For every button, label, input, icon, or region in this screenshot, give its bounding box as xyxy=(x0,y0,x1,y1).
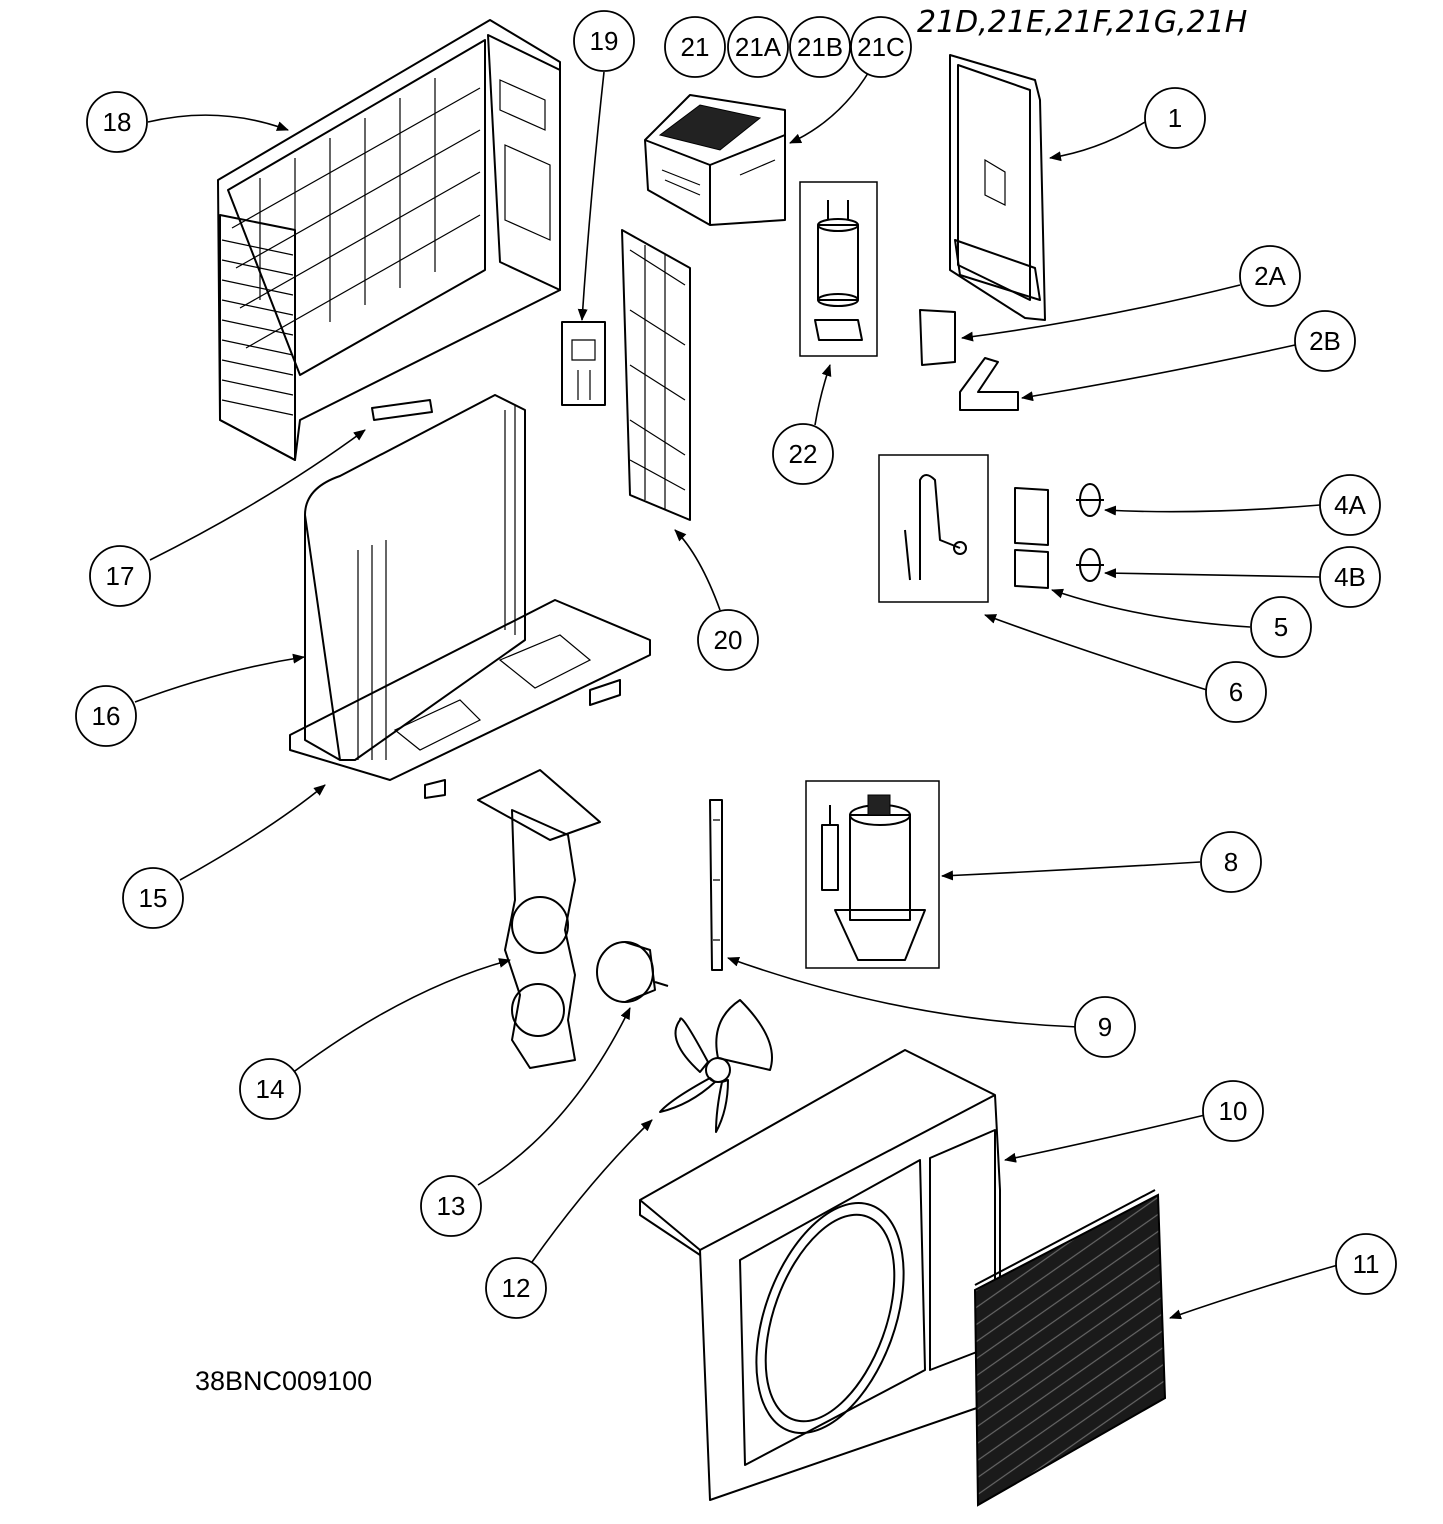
svg-text:4B: 4B xyxy=(1334,562,1366,592)
callout-1: 1 xyxy=(1144,87,1206,149)
svg-text:19: 19 xyxy=(590,26,619,56)
callout-11: 11 xyxy=(1335,1233,1397,1295)
callout-5: 5 xyxy=(1250,596,1312,658)
callout-18: 18 xyxy=(86,91,148,153)
callout-21: 21 xyxy=(664,16,726,78)
fan-motor-bracket xyxy=(477,769,601,1069)
partition-panel xyxy=(621,229,691,521)
fan-motor xyxy=(596,941,669,1003)
control-box xyxy=(644,94,786,226)
callout-21b: 21B xyxy=(789,16,851,78)
vertical-support-strip xyxy=(709,799,723,971)
svg-text:18: 18 xyxy=(103,107,132,137)
svg-text:15: 15 xyxy=(139,883,168,913)
callout-16: 16 xyxy=(75,685,137,747)
callout-14: 14 xyxy=(239,1058,301,1120)
callout-6: 6 xyxy=(1205,661,1267,723)
callout-21c: 21C xyxy=(850,16,912,78)
svg-text:2A: 2A xyxy=(1254,261,1286,291)
front-cabinet xyxy=(639,1049,1001,1501)
callout-4a: 4A xyxy=(1319,474,1381,536)
callout-17: 17 xyxy=(89,545,151,607)
svg-text:12: 12 xyxy=(502,1273,531,1303)
svg-text:16: 16 xyxy=(92,701,121,731)
callout-15: 15 xyxy=(122,867,184,929)
small-plate-2a xyxy=(919,309,956,366)
handwritten-part-note: 21D,21E,21F,21G,21H xyxy=(917,5,1247,40)
callout-20: 20 xyxy=(697,609,759,671)
valve-cover-plate xyxy=(1014,487,1049,589)
svg-text:21C: 21C xyxy=(857,32,905,62)
callout-13: 13 xyxy=(420,1175,482,1237)
boxed-tubing-assembly xyxy=(878,454,989,603)
callout-22: 22 xyxy=(772,423,834,485)
svg-text:21A: 21A xyxy=(735,32,782,62)
svg-text:6: 6 xyxy=(1229,677,1243,707)
svg-text:20: 20 xyxy=(714,625,743,655)
callout-2a: 2A xyxy=(1239,245,1301,307)
leader-lines xyxy=(134,69,1339,1320)
fan-blade xyxy=(659,999,773,1133)
svg-text:9: 9 xyxy=(1098,1012,1112,1042)
svg-text:13: 13 xyxy=(437,1191,466,1221)
small-bracket xyxy=(561,321,606,406)
callout-4b: 4B xyxy=(1319,546,1381,608)
svg-text:21B: 21B xyxy=(797,32,843,62)
model-number-label: 38BNC009100 xyxy=(195,1366,372,1396)
svg-text:11: 11 xyxy=(1353,1249,1380,1279)
svg-text:22: 22 xyxy=(789,439,818,469)
svg-text:21: 21 xyxy=(681,32,710,62)
svg-text:10: 10 xyxy=(1219,1096,1248,1126)
front-grille xyxy=(973,1189,1167,1507)
callout-2b: 2B xyxy=(1294,310,1356,372)
angle-bracket-2b xyxy=(959,357,1019,411)
clip-part xyxy=(371,399,433,421)
side-grille-panel xyxy=(217,19,561,461)
valve-4a xyxy=(1076,483,1104,517)
callout-10: 10 xyxy=(1202,1080,1264,1142)
svg-text:14: 14 xyxy=(256,1074,285,1104)
boxed-compressor xyxy=(805,780,940,969)
callout-19: 19 xyxy=(573,10,635,72)
svg-text:8: 8 xyxy=(1224,847,1238,877)
boxed-filter-drier xyxy=(799,181,878,357)
callout-21a: 21A xyxy=(727,16,789,78)
svg-text:4A: 4A xyxy=(1334,490,1366,520)
side-service-panel xyxy=(949,54,1046,321)
callout-8: 8 xyxy=(1200,831,1262,893)
svg-text:1: 1 xyxy=(1168,103,1182,133)
svg-text:17: 17 xyxy=(106,561,135,591)
condenser-coil-base xyxy=(289,394,651,799)
svg-text:2B: 2B xyxy=(1309,326,1341,356)
callout-9: 9 xyxy=(1074,996,1136,1058)
valve-4b xyxy=(1076,548,1104,582)
callout-12: 12 xyxy=(485,1257,547,1319)
svg-text:5: 5 xyxy=(1274,612,1288,642)
